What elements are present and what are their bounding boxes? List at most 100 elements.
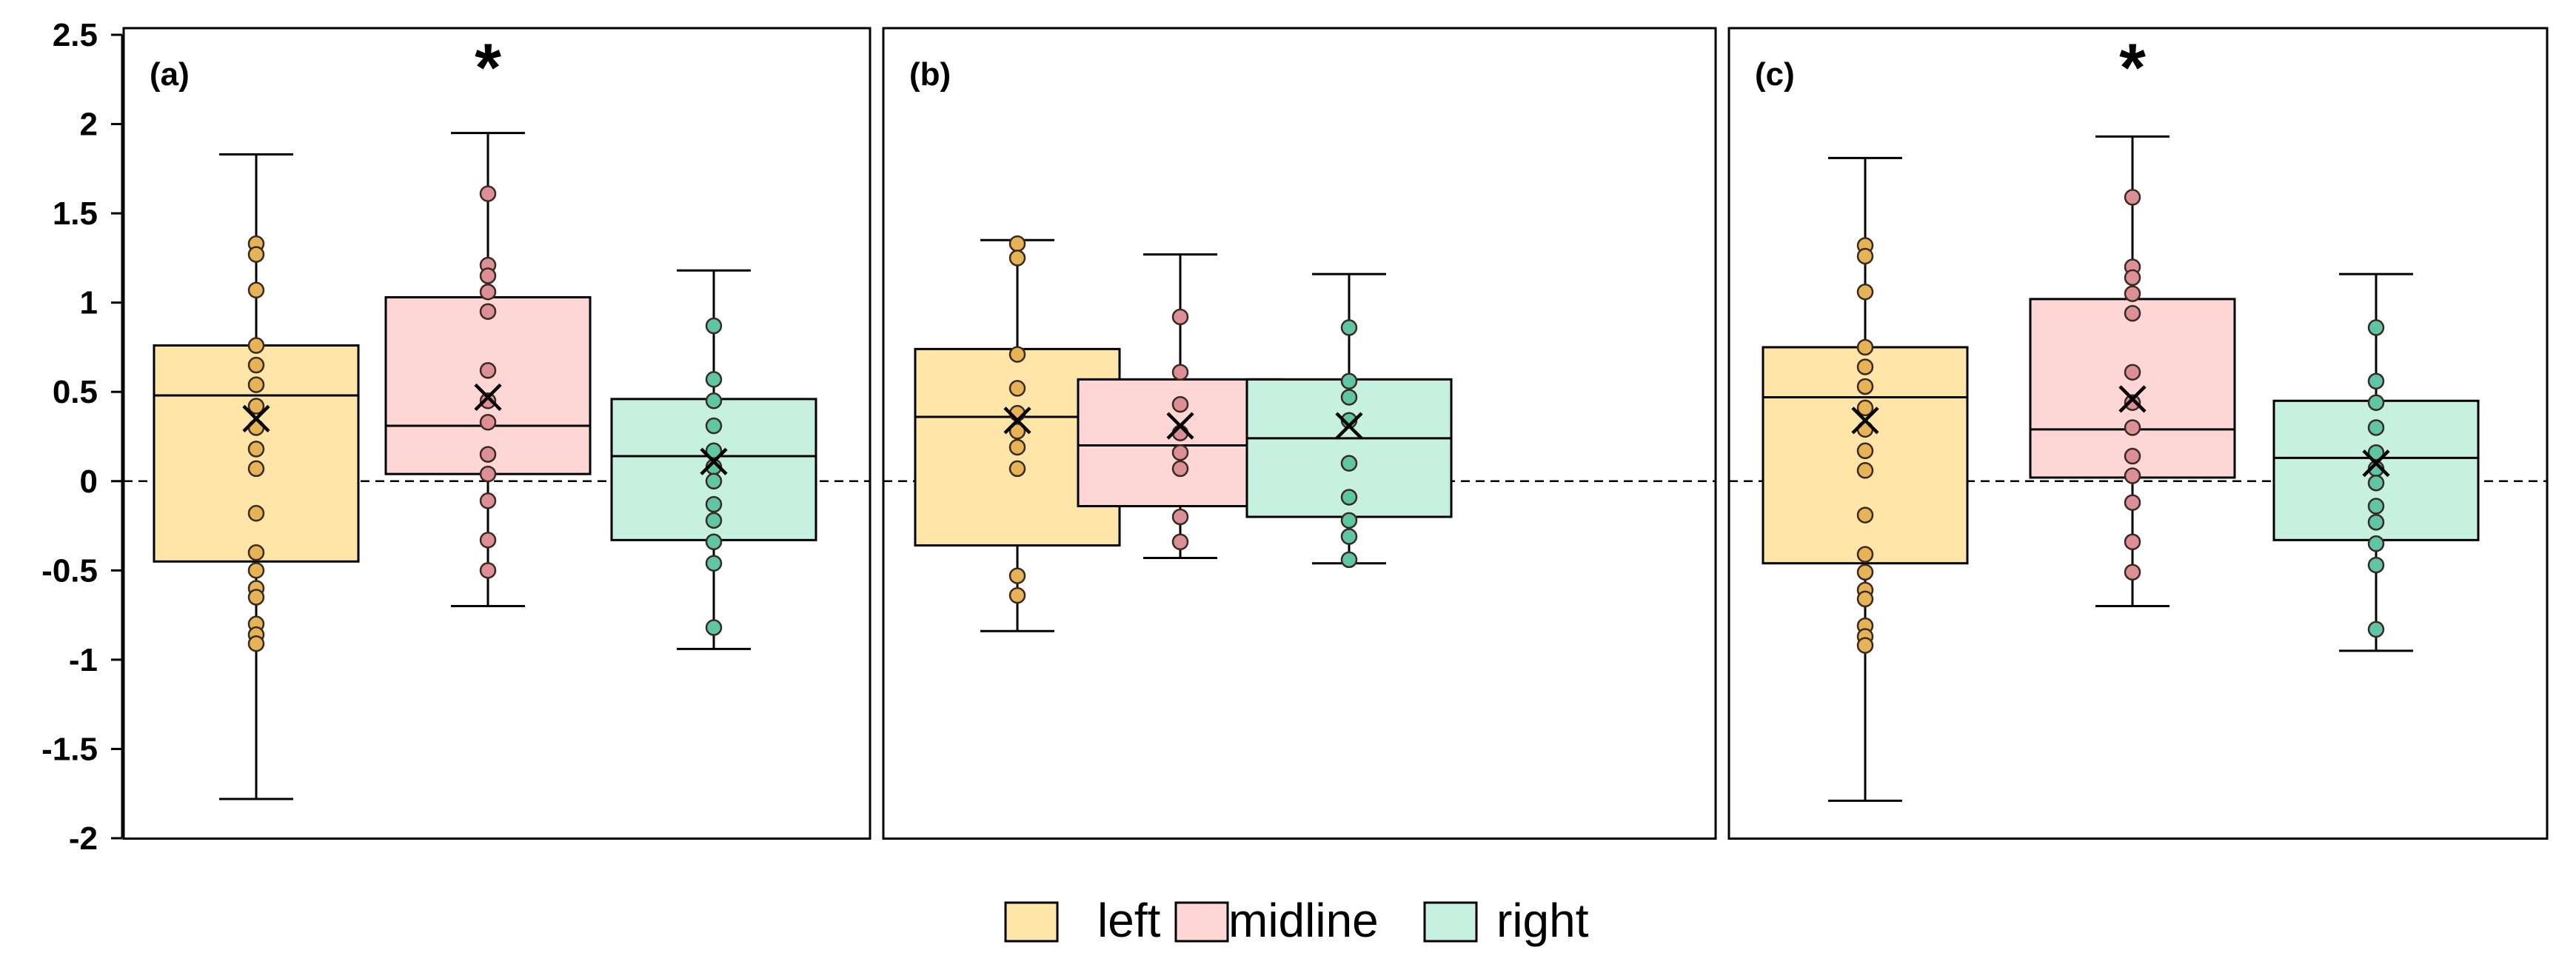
data-point	[479, 185, 497, 202]
data-point	[247, 544, 265, 561]
significance-asterisk: *	[2119, 30, 2146, 106]
data-point	[247, 398, 265, 415]
data-point	[479, 465, 497, 483]
data-point	[479, 362, 497, 379]
mean-marker	[2362, 449, 2390, 478]
data-point	[247, 246, 265, 263]
data-point	[1008, 235, 1026, 253]
data-point	[479, 446, 497, 463]
data-point	[2367, 444, 2385, 461]
data-point	[1171, 364, 1189, 381]
data-point	[1856, 462, 1874, 479]
data-point	[2124, 304, 2141, 322]
data-point	[247, 376, 265, 393]
data-point	[1856, 338, 1874, 356]
legend-label: midline	[1228, 894, 1379, 947]
legend-label: left	[1097, 894, 1161, 947]
panel-b: (b)	[882, 27, 1717, 840]
panel-frame	[122, 27, 872, 840]
box-iqr	[2029, 298, 2236, 479]
data-point	[1171, 308, 1189, 326]
data-point	[1340, 455, 1358, 472]
data-point	[1340, 489, 1358, 506]
mean-marker	[2118, 385, 2147, 413]
data-point	[479, 532, 497, 549]
data-point	[1171, 395, 1189, 413]
data-point	[1171, 460, 1189, 478]
mean-marker	[1851, 407, 1879, 435]
data-point	[705, 495, 723, 513]
data-point	[1856, 399, 1874, 417]
y-tick-label: 2.5	[53, 17, 98, 53]
data-point	[705, 317, 723, 335]
data-point	[705, 417, 723, 435]
data-point	[1008, 346, 1026, 363]
data-point	[1008, 423, 1026, 440]
mean-marker	[474, 383, 502, 412]
data-point	[479, 303, 497, 320]
panel-a: * (a)	[122, 27, 872, 840]
data-point	[1008, 380, 1026, 397]
legend-item-left: left	[1004, 894, 1161, 947]
data-point	[1856, 378, 1874, 395]
box-right	[610, 269, 817, 650]
data-point	[2367, 319, 2385, 336]
data-point	[2124, 285, 2141, 302]
data-point	[1340, 319, 1358, 336]
y-tick-label: -1	[69, 642, 98, 678]
box-left	[1762, 156, 1969, 802]
box-right	[2272, 272, 2480, 652]
data-point	[479, 492, 497, 509]
data-point	[479, 562, 497, 579]
box-left	[153, 153, 360, 800]
data-point	[2367, 621, 2385, 638]
box-midline: *	[384, 30, 592, 608]
data-point	[2367, 556, 2385, 574]
data-point	[247, 504, 265, 522]
data-point	[2124, 419, 2141, 436]
data-point	[1340, 372, 1358, 390]
data-point	[705, 512, 723, 529]
box-midline: *	[2029, 30, 2236, 608]
data-point	[2367, 419, 2385, 436]
data-point	[1856, 637, 1874, 654]
data-point	[1856, 564, 1874, 581]
data-point	[1008, 460, 1026, 478]
data-point	[247, 441, 265, 458]
data-point	[247, 281, 265, 299]
mean-marker	[1335, 412, 1363, 440]
data-point	[705, 533, 723, 551]
box-right	[1245, 272, 1453, 569]
data-point	[2124, 533, 2141, 551]
data-point	[2367, 372, 2385, 390]
data-point	[1340, 389, 1358, 406]
data-point	[2367, 394, 2385, 411]
y-tick-label: 1	[80, 285, 98, 321]
data-point	[705, 472, 723, 490]
panel-label: (a)	[150, 56, 190, 93]
y-tick-label: 0	[80, 464, 98, 500]
data-point	[2124, 494, 2141, 511]
data-point	[1856, 247, 1874, 265]
legend-item-midline: midline	[1174, 894, 1379, 947]
data-point	[1340, 512, 1358, 529]
data-point	[1856, 590, 1874, 608]
significance-asterisk: *	[475, 30, 501, 106]
data-point	[2367, 513, 2385, 531]
data-point	[1171, 444, 1189, 461]
data-point	[2367, 498, 2385, 515]
data-point	[247, 562, 265, 579]
panel-c: *(c)	[1727, 27, 2549, 840]
data-point	[479, 283, 497, 301]
data-point	[247, 356, 265, 374]
mean-marker	[700, 447, 728, 475]
data-point	[479, 392, 497, 409]
data-point	[705, 555, 723, 572]
data-point	[1008, 567, 1026, 584]
data-point	[2124, 269, 2141, 287]
legend-label: right	[1496, 894, 1589, 947]
data-point	[247, 460, 265, 478]
data-point	[1856, 546, 1874, 563]
legend-swatch	[1174, 901, 1229, 943]
data-point	[1171, 533, 1189, 551]
